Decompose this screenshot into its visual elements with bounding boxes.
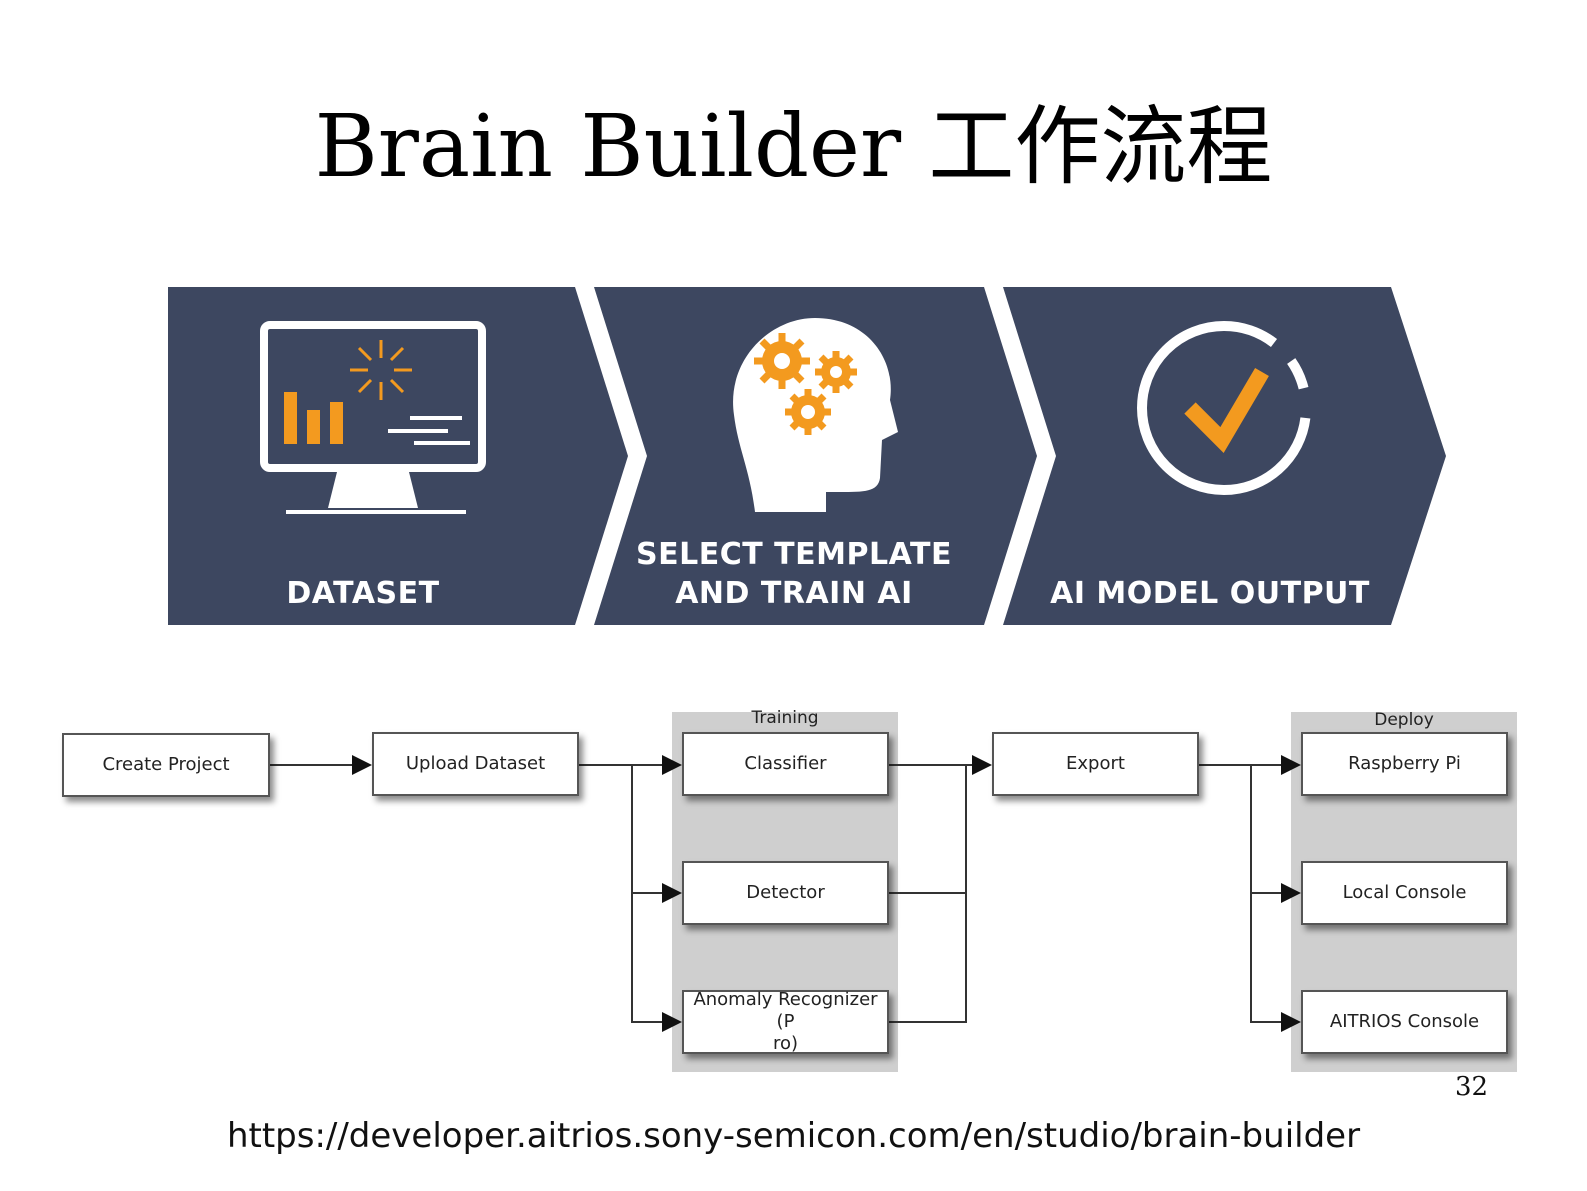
export-label: Export: [1066, 753, 1125, 774]
stage-label-train-line1: SELECT TEMPLATE: [636, 537, 952, 572]
stage-output-chevron: [1003, 287, 1446, 625]
brain-gears-icon: [733, 318, 898, 512]
slide-title: Brain Builder 工作流程: [314, 97, 1273, 197]
raspberry-pi-label: Raspberry Pi: [1348, 753, 1461, 774]
stage-label-dataset: DATASET: [286, 576, 440, 611]
local-console-box: Local Console: [1301, 861, 1508, 925]
detector-box: Detector: [682, 861, 889, 925]
stage-dataset-chevron: [168, 287, 628, 625]
classifier-box: Classifier: [682, 732, 889, 796]
stage-label-output: AI MODEL OUTPUT: [1050, 576, 1370, 611]
create-project-label: Create Project: [102, 754, 230, 775]
detector-label: Detector: [746, 882, 825, 903]
aitrios-console-label: AITRIOS Console: [1329, 1011, 1480, 1032]
deploy-group-label: Deploy: [1374, 710, 1434, 730]
raspberry-pi-box: Raspberry Pi: [1301, 732, 1508, 796]
stage-label-train-line2: AND TRAIN AI: [675, 576, 913, 611]
anomaly-recognizer-label: Anomaly Recognizer (P ro): [693, 989, 878, 1054]
checkmark-circle-icon: [1137, 321, 1311, 495]
source-url: https://developer.aitrios.sony-semicon.c…: [226, 1116, 1361, 1156]
monitor-chart-icon: [260, 321, 486, 514]
aitrios-console-box: AITRIOS Console: [1301, 990, 1508, 1054]
upload-dataset-box: Upload Dataset: [372, 732, 579, 796]
export-box: Export: [992, 732, 1199, 796]
classifier-label: Classifier: [744, 753, 827, 774]
local-console-label: Local Console: [1342, 882, 1467, 903]
create-project-box: Create Project: [62, 733, 270, 797]
upload-dataset-label: Upload Dataset: [405, 753, 546, 774]
anomaly-recognizer-box: Anomaly Recognizer (P ro): [682, 989, 889, 1054]
training-group-label: Training: [751, 708, 819, 728]
page-number: 32: [1455, 1072, 1489, 1102]
